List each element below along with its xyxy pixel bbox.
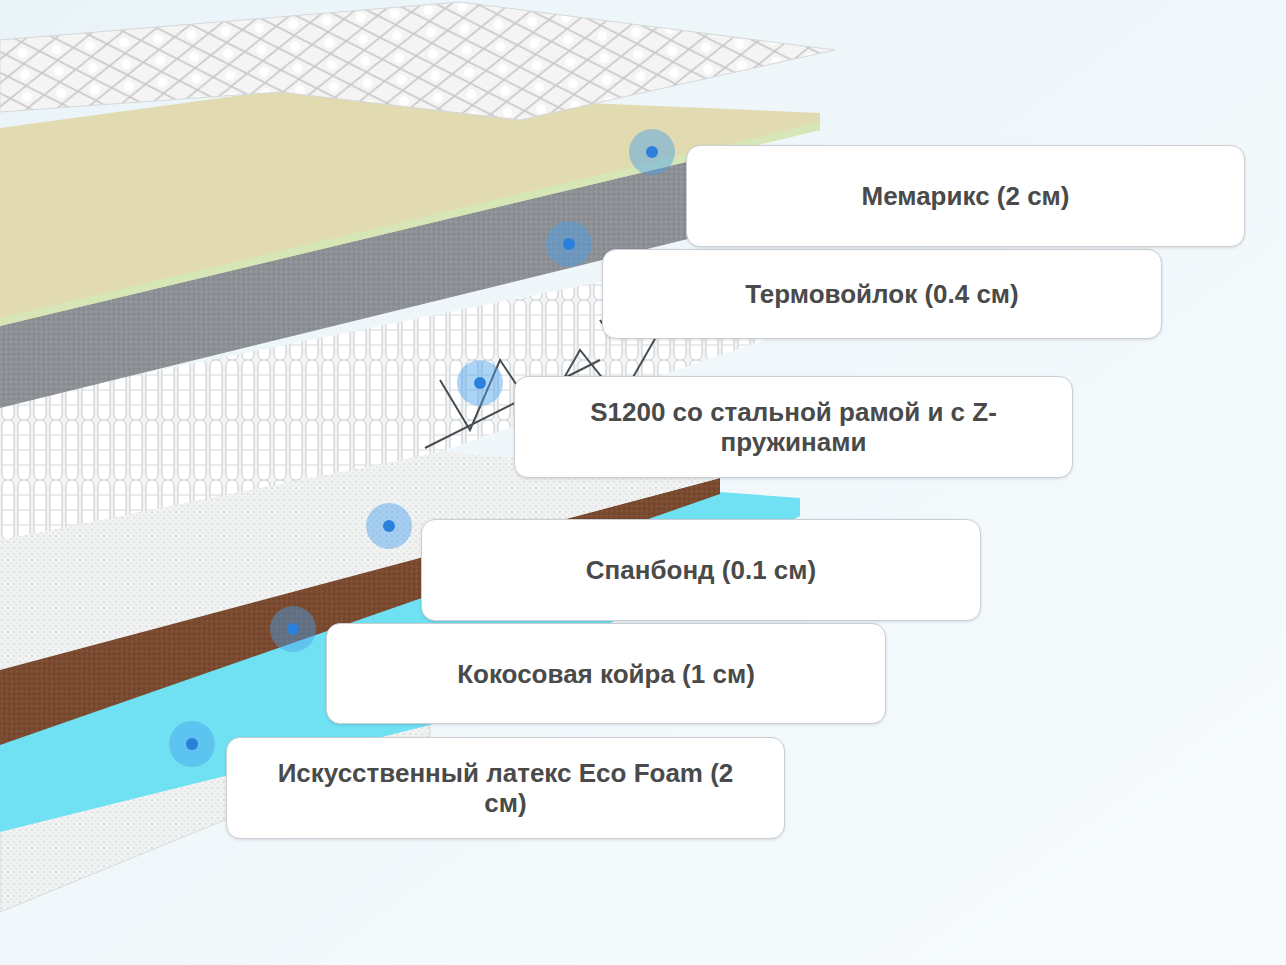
layer-label: Кокосовая койра (1 см) xyxy=(457,659,755,689)
callout-box: Мемарикс (2 см) xyxy=(686,145,1245,247)
callout-box: S1200 со стальной рамой и с Z- пружинами xyxy=(514,376,1073,478)
layer-label: Термовойлок (0.4 см) xyxy=(745,279,1019,309)
callout-box: Кокосовая койра (1 см) xyxy=(326,623,886,724)
layer-label: Мемарикс (2 см) xyxy=(861,181,1069,211)
layer-label: Искусственный латекс Eco Foam (2 см) xyxy=(272,758,739,818)
layer-label: Спанбонд (0.1 см) xyxy=(586,555,816,585)
callout-box: Термовойлок (0.4 см) xyxy=(602,249,1162,339)
layer-label: S1200 со стальной рамой и с Z- пружинами xyxy=(535,397,1052,457)
callout-box: Спанбонд (0.1 см) xyxy=(421,519,981,621)
callout-box: Искусственный латекс Eco Foam (2 см) xyxy=(226,737,785,839)
